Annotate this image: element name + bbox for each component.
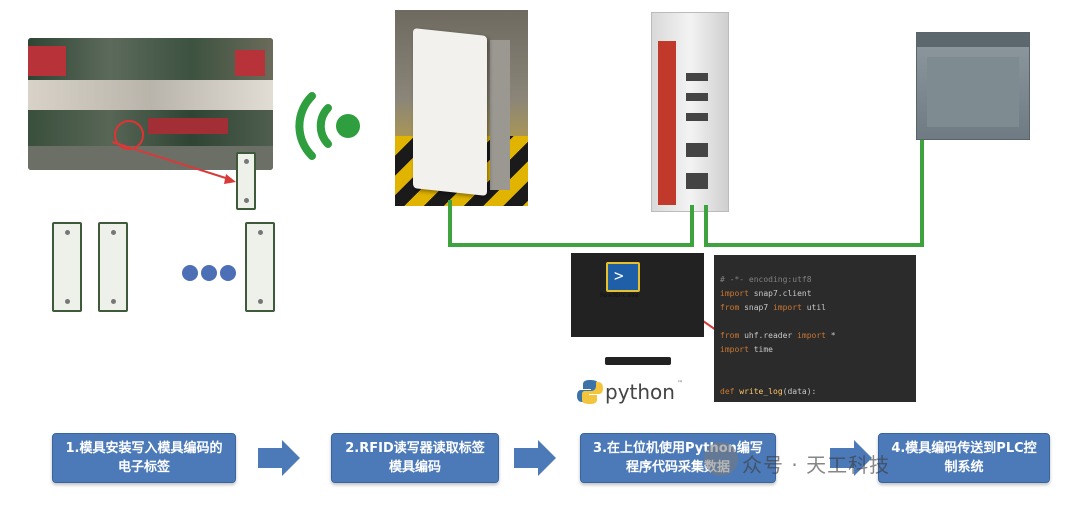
mold-photo (28, 38, 273, 170)
svg-text:>: > (614, 266, 624, 285)
step-1-label: 1.模具安装写入模具编码的电子标签 (65, 441, 223, 475)
code-line: # -*- encoding:utf8 (720, 275, 812, 284)
step-2-box: 2.RFID读写器读取标签模具编码 (331, 433, 499, 483)
rfid-reader-photo (395, 10, 528, 206)
python-logo-icon (577, 380, 603, 404)
code-line (720, 371, 910, 385)
step-4-label: 4.模具编码传送到PLC控制系统 (891, 441, 1037, 475)
python-logo-tm: ™ (677, 380, 683, 387)
code-line: from uhf.reader import * (720, 331, 836, 340)
executable-icon[interactable]: > (606, 262, 640, 292)
code-line (720, 357, 910, 371)
code-line: with open('./log.text', 'a+') as f: (720, 399, 910, 402)
step-2-label: 2.RFID读写器读取标签模具编码 (345, 441, 485, 475)
step-3-label: 3.在上位机使用Python编写程序代码采集数据 (593, 441, 763, 475)
watermark-icon (704, 442, 738, 476)
wireless-signal-icon (295, 92, 360, 160)
code-line: import time (720, 345, 773, 354)
step-1-box: 1.模具安装写入模具编码的电子标签 (52, 433, 236, 483)
rfid-tag (98, 222, 128, 312)
python-logo-text: python (605, 380, 675, 404)
highlight-circle (114, 120, 144, 150)
code-editor: # -*- encoding:utf8 import snap7.client fr… (714, 255, 916, 402)
code-line: from snap7 import util (720, 303, 826, 312)
code-line (720, 315, 910, 329)
rfid-tag (245, 222, 275, 312)
industrial-pc-photo (651, 12, 729, 212)
code-line: def write_log(data): (720, 387, 817, 396)
rfid-tag-pointed (236, 152, 256, 210)
code-line: import snap7.client (720, 289, 812, 298)
plc-photo (916, 32, 1030, 140)
monitor-base (605, 357, 671, 365)
rfid-tag (52, 222, 82, 312)
watermark-text: 众号 · 天工科技 (742, 453, 891, 477)
executable-label: ReadEnc.exe (600, 292, 639, 299)
step-4-box: 4.模具编码传送到PLC控制系统 (878, 433, 1050, 483)
ellipsis-icon (182, 265, 236, 281)
